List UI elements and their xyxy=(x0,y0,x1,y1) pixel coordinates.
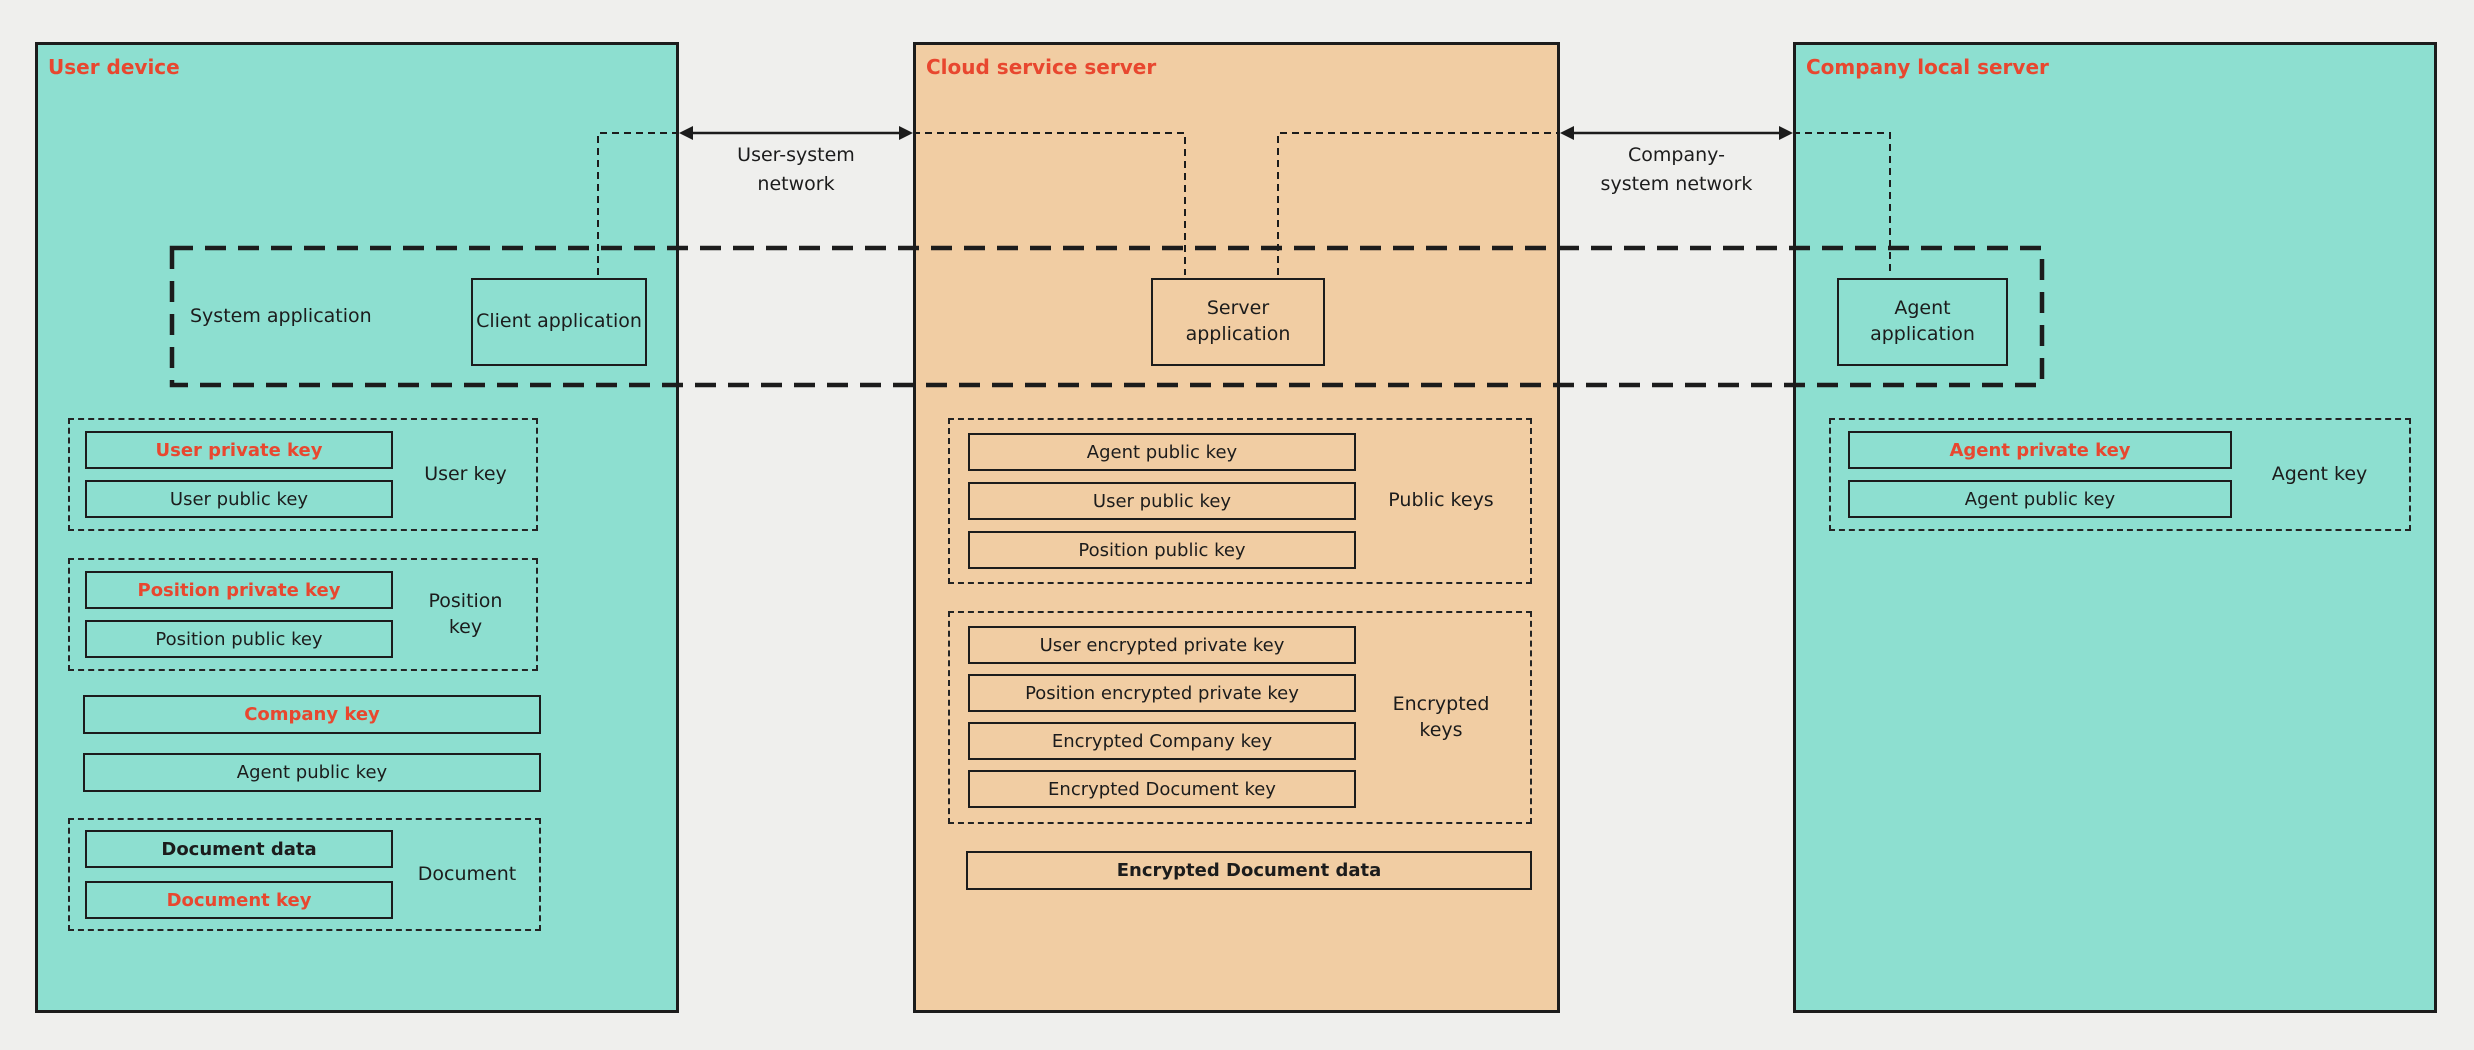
agent-private-key-box: Agent private key xyxy=(1848,431,2232,469)
cloud-server-box: Cloud service server Server application … xyxy=(913,42,1560,1013)
agent-public-key-box-right: Agent public key xyxy=(1848,480,2232,518)
user-private-key-box: User private key xyxy=(85,431,393,469)
company-server-box: Company local server Agent application A… xyxy=(1793,42,2437,1013)
agent-application-box: Agent application xyxy=(1837,278,2008,366)
encrypted-document-key-box: Encrypted Document key xyxy=(968,770,1356,808)
user-system-network-label: User-system network xyxy=(737,144,855,195)
encrypted-company-key-box: Encrypted Company key xyxy=(968,722,1356,760)
user-public-key-box: User public key xyxy=(85,480,393,518)
public-keys-group: Agent public key User public key Positio… xyxy=(948,418,1532,584)
user-encrypted-private-key-box: User encrypted private key xyxy=(968,626,1356,664)
system-application-label: System application xyxy=(190,305,372,327)
cloud-server-title: Cloud service server xyxy=(926,55,1157,79)
document-group: Document data Document key Document xyxy=(68,818,541,931)
user-public-key-item: User public key xyxy=(968,482,1356,520)
position-public-key-item: Position public key xyxy=(968,531,1356,569)
user-key-group: User private key User public key User ke… xyxy=(68,418,538,531)
agent-public-key-box: Agent public key xyxy=(83,753,541,792)
encrypted-keys-label: Encrypted keys xyxy=(1392,692,1490,741)
position-public-key-box: Position public key xyxy=(85,620,393,658)
user-key-label: User key xyxy=(424,462,507,485)
position-encrypted-private-key-box: Position encrypted private key xyxy=(968,674,1356,712)
server-application-box: Server application xyxy=(1151,278,1325,366)
client-application-box: Client application xyxy=(471,278,647,366)
company-system-network-arrow xyxy=(1560,126,1793,140)
document-data-box: Document data xyxy=(85,830,393,868)
position-private-key-box: Position private key xyxy=(85,571,393,609)
agent-key-label: Agent key xyxy=(2271,462,2368,485)
user-device-box: User device Client application User priv… xyxy=(35,42,679,1013)
public-keys-label: Public keys xyxy=(1388,489,1494,512)
company-server-title: Company local server xyxy=(1806,55,2049,79)
encrypted-document-data-box: Encrypted Document data xyxy=(966,851,1532,890)
position-key-group: Position private key Position public key… xyxy=(68,558,538,671)
document-label: Document xyxy=(417,862,517,885)
encrypted-keys-group: User encrypted private key Position encr… xyxy=(948,611,1532,824)
agent-key-group: Agent private key Agent public key Agent… xyxy=(1829,418,2411,531)
user-device-title: User device xyxy=(48,55,180,79)
position-key-label: Position key xyxy=(428,589,503,638)
document-key-box: Document key xyxy=(85,881,393,919)
agent-public-key-item: Agent public key xyxy=(968,433,1356,471)
user-system-network-arrow xyxy=(679,126,913,140)
company-key-box: Company key xyxy=(83,695,541,734)
company-system-network-label: Company-system network xyxy=(1600,144,1753,195)
